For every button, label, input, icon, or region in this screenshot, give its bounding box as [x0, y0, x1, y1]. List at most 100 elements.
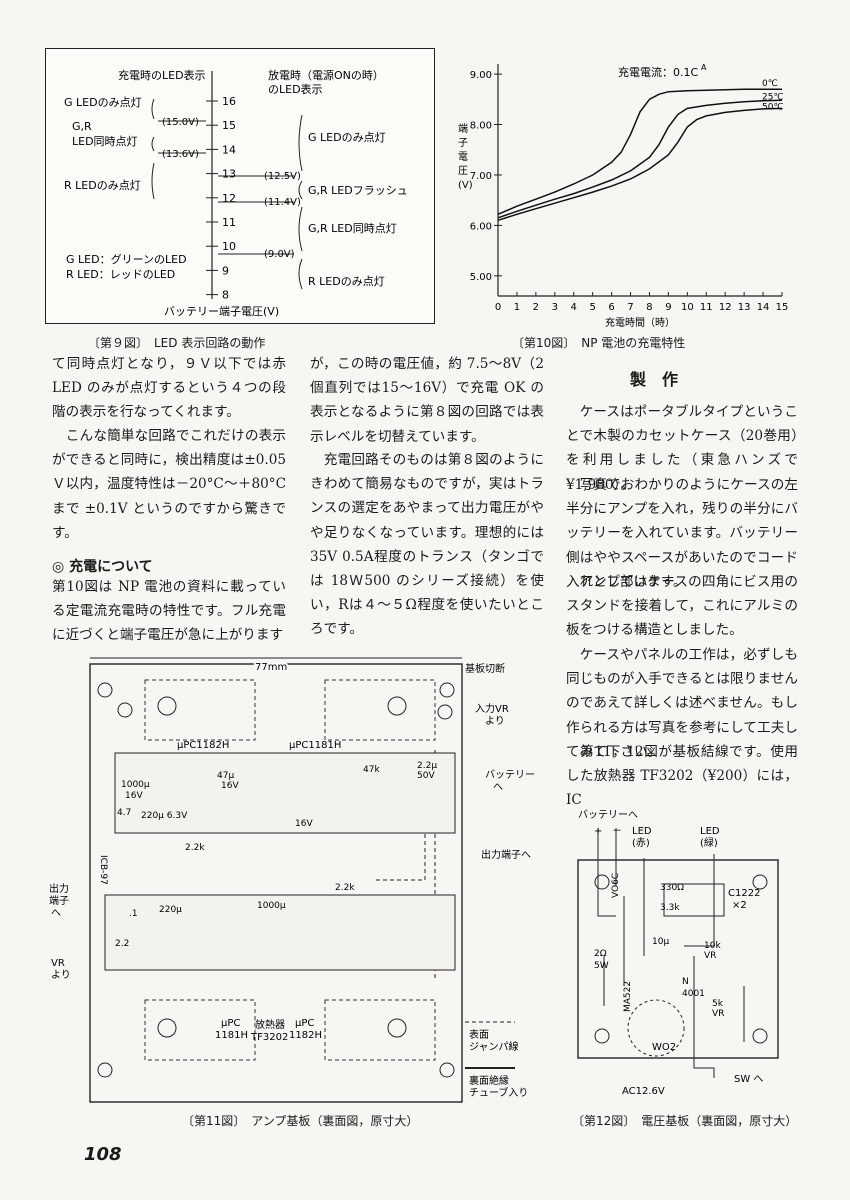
fig12-led-g2: (緑)	[700, 836, 718, 849]
col3-heading: 製 作	[630, 370, 679, 389]
x-axis-label: 充電時間（時）	[605, 316, 675, 329]
series-line	[497, 107, 783, 222]
fig12-vr10k2: VR	[704, 951, 716, 961]
col3-p2: 写真でおわかりのようにケースの左半分にアンプを入れ，残りの半分にバッテリーを入れ…	[566, 477, 798, 590]
col3-p1: ケースはポータブルタイプということで木製のカセットケース（20巻用）を利用しまし…	[566, 404, 798, 493]
fig11-hs2: TF3202	[250, 1032, 288, 1043]
fig11-r1: 4.7	[117, 808, 131, 818]
fig11-out: 出力端子へ	[481, 848, 531, 861]
series-label: 25℃	[762, 92, 784, 102]
heatsink-screw	[387, 696, 407, 716]
mount-hole	[117, 702, 133, 718]
fig11-r5: 2.2k	[335, 883, 355, 893]
fig12-vr5k2: VR	[712, 1009, 724, 1019]
fig9-left-v2: (13.6V)	[162, 149, 199, 160]
y-tick-label: 6.00	[470, 221, 492, 232]
fig9-right-label-r: R LEDのみ点灯	[308, 275, 385, 288]
y-tick-label: 8.00	[470, 121, 492, 132]
fig12-caption: 〔第12図〕 電圧基板（裏面図，原寸大）	[572, 1114, 798, 1128]
x-tick-label: 1	[514, 302, 520, 313]
col2-p1: が，この時の電圧値，約 7.5～8V（2個直列では15～16V）で充電 OK の…	[310, 356, 544, 445]
fig9-right-label-gr: G,R LED同時点灯	[308, 222, 397, 235]
y-tick-label: 9.00	[470, 70, 492, 81]
fig12-r2: 2Ω	[594, 949, 607, 959]
fig9-tick-label: 12	[222, 192, 236, 205]
fig12-vr10k: 10k	[704, 941, 721, 951]
fig9-left-label-g: G LEDのみ点灯	[64, 96, 142, 109]
fig9-left-label-gr2: LED同時点灯	[72, 135, 138, 148]
fig9-axis-label: バッテリー端子電圧(V)	[164, 305, 279, 318]
fig12-ac: AC12.6V	[622, 1086, 665, 1097]
fig9-left-label-gr1: G,R	[72, 120, 92, 133]
fig11-out-left-2: 端子	[49, 894, 69, 907]
fig9-tick-label: 14	[222, 143, 236, 156]
fig11-c4: 2.2μ	[417, 761, 437, 771]
fig10-caption: 〔第10図〕 NP 電池の充電特性	[512, 336, 686, 350]
fig12-battery: バッテリーへ	[578, 809, 638, 821]
fig11-diagram: 77mm 基板切断 μPC1182H μPC1181H 入力VR より バッテリ…	[49, 657, 535, 1103]
fig12-led-r2: (赤)	[632, 837, 650, 849]
x-tick-label: 8	[646, 302, 652, 313]
fig11-vr-left-1: VR	[51, 958, 65, 969]
fig9-tick-label: 11	[222, 216, 236, 229]
fig11-c3: 220μ 6.3V	[141, 811, 188, 821]
fig11-ic-b1: μPC	[221, 1018, 240, 1029]
fig11-out-left-1: 出力	[49, 882, 69, 895]
x-tick-label: 7	[627, 302, 633, 313]
fig11-c4v: 50V	[417, 771, 435, 781]
fig9-diagram: 充電時のLED表示 放電時（電源ONの時） のLED表示 16151413121…	[64, 68, 408, 318]
fig11-in-vr: 入力VR	[475, 702, 509, 715]
bullet-icon: ◎	[52, 559, 70, 575]
y-axis-label: 端	[458, 122, 468, 135]
col3-p5: 第11，12図が基板結線です。使用した放熱器 TF3202（¥200）には，IC	[566, 744, 798, 809]
col1-heading: ◎ 充電について	[52, 559, 153, 575]
fig11-legend-jumper-1: 表面	[469, 1028, 489, 1041]
fig11-vr-left-2: より	[51, 969, 71, 981]
fig12-n4001: 4001	[682, 989, 705, 999]
x-tick-label: 6	[608, 302, 614, 313]
fig11-r3: 47k	[363, 765, 380, 775]
fig11-out-left-3: へ	[51, 908, 61, 919]
fig12-vr5k: 5k	[712, 999, 724, 1009]
y-axis-label: 子	[458, 137, 468, 149]
fig9-right-title-2: のLED表示	[268, 82, 323, 96]
fig9-tick-label: 9	[222, 264, 229, 277]
fig9-tick-label: 15	[222, 119, 236, 132]
fig12-minus: －	[612, 826, 622, 837]
y-tick-label: 7.00	[470, 171, 492, 182]
fig11-c1v: 16V	[125, 791, 143, 801]
fig12-r33k: 3.3k	[660, 903, 680, 913]
series-line	[497, 99, 783, 219]
fig12-ma522: MA522	[623, 981, 633, 1012]
fig9-legend-g: G LED：グリーンのLED	[66, 252, 187, 266]
mount-hole	[97, 682, 113, 698]
fig12-r330: 330Ω	[660, 883, 684, 893]
series-label: 50℃	[762, 102, 784, 112]
fig9-left-title: 充電時のLED表示	[118, 68, 206, 82]
fig12-plus: +	[594, 826, 602, 837]
fig11-cut: 基板切断	[465, 662, 505, 675]
col1-p1: て同時点灯となり，９Ｖ以下では赤 LED のみが点灯するという４つの段階の表示を…	[52, 356, 286, 421]
fig11-board-id: ICB-97	[98, 855, 108, 885]
y-axis-label: (V)	[458, 180, 473, 191]
fig11-ic-1182h: μPC1182H	[177, 740, 229, 751]
x-tick-label: 10	[681, 302, 694, 313]
fig11-c6v: 16V	[295, 819, 313, 829]
fig11-legend-tube-1: 裏面絶縁	[469, 1074, 509, 1087]
mount-hole	[439, 682, 455, 698]
col3-p4: ケースやパネルの工作は，必ずしも同じものが入手できるとは限りませんのであえて詳し…	[566, 647, 798, 760]
fig9-legend-r: R LED：レッドのLED	[66, 268, 175, 281]
fig9-tick-label: 16	[222, 95, 236, 108]
fig11-ic-b2: μPC	[295, 1018, 314, 1029]
fig11-dim: 77mm	[255, 662, 287, 673]
fig12-tr: C1222	[728, 888, 760, 899]
fig11-caption: 〔第11図〕 アンプ基板（裏面図，原寸大）	[182, 1114, 419, 1128]
mount-hole	[97, 1062, 113, 1078]
fig11-hs: 放熱器	[255, 1018, 285, 1031]
col1-p3: 第10図は NP 電池の資料に載っている定電流充電時の特性です。フル充電に近づく…	[52, 579, 286, 644]
fig11-c5: .1	[129, 909, 138, 919]
fig12-led-r: LED	[632, 826, 652, 837]
fig12-c10: 10μ	[652, 937, 669, 947]
y-tick-label: 5.00	[470, 272, 492, 283]
